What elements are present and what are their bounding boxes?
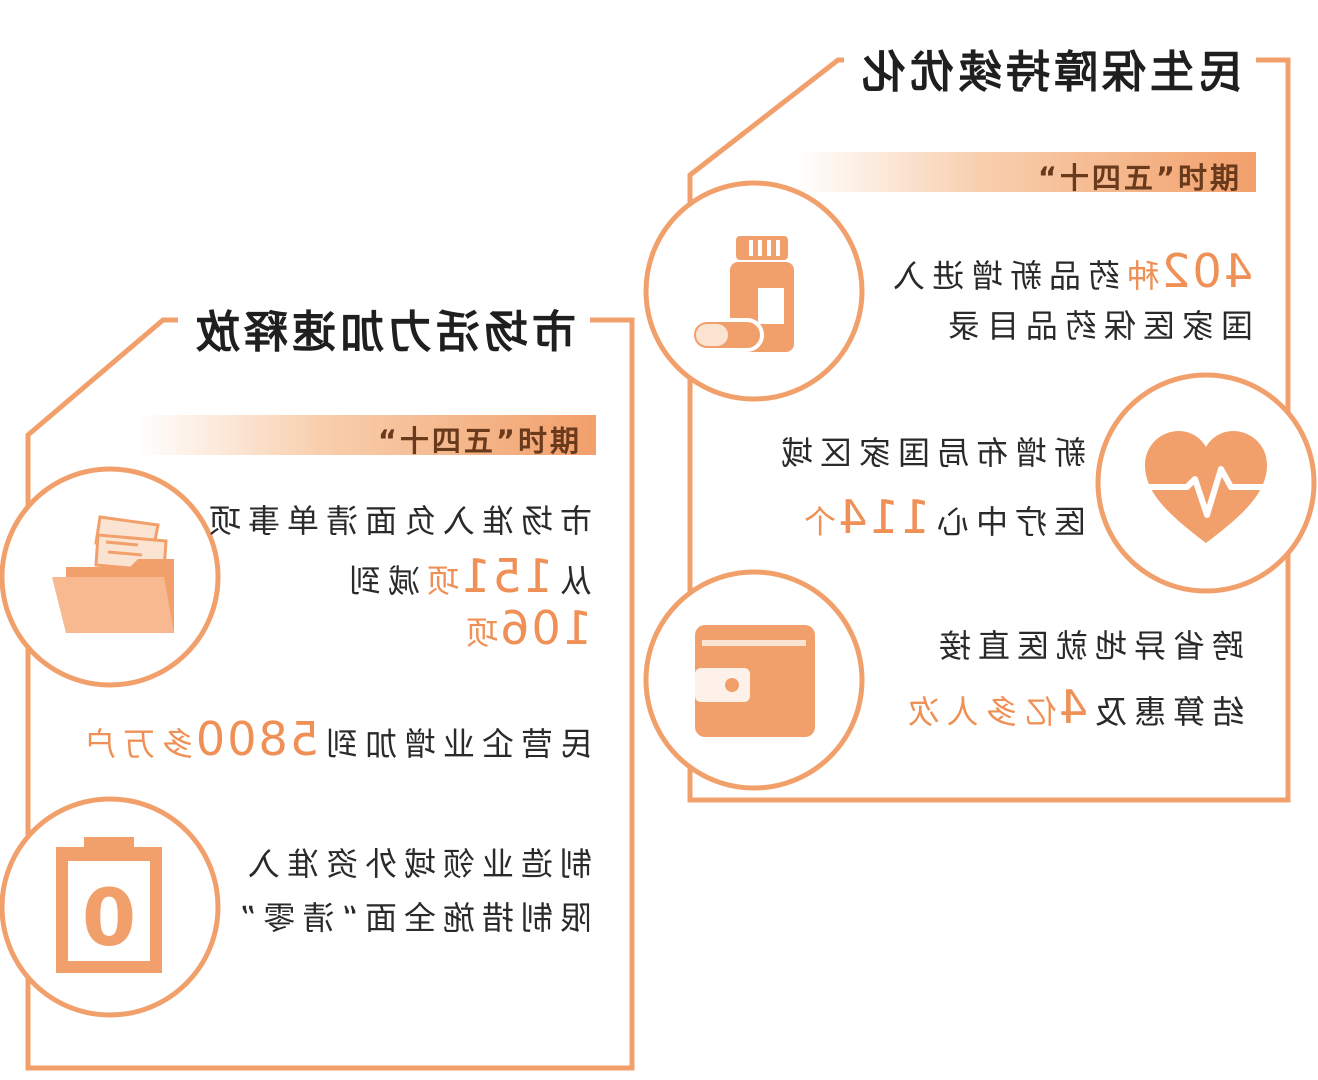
left-item1-line2: 从151项减到 [342, 549, 592, 603]
left-period-band: “十四五”时期 [136, 415, 596, 458]
left-period-label: “十四五”时期 [377, 424, 582, 458]
heart-pulse-icon [1145, 431, 1267, 543]
left-item2-line1: 民营企业增加到5800多万户 [76, 712, 592, 766]
right-item1-line1: 402种药品新增进入 [886, 244, 1253, 298]
right-period-band: “十四五”时期 [796, 152, 1256, 195]
right-item1-line2: 国家医保药品目录 [940, 307, 1253, 345]
wallet-icon [695, 625, 815, 737]
left-panel-title: 市场活力加速释放 [178, 296, 590, 360]
right-item2-line2: 医疗中心114个 [797, 490, 1086, 544]
right-period-label: “十四五”时期 [1037, 161, 1242, 195]
left-panel-frame [25, 317, 635, 1071]
left-item3-line1: 制造业领域外资准入 [240, 845, 592, 883]
right-panel-frame [687, 57, 1291, 803]
right-panel-title: 民生保障持续优化 [844, 36, 1256, 100]
folder-documents-icon [52, 515, 174, 633]
medicine-bottle-icon [690, 236, 794, 352]
left-item1-line1: 市场准入负面清单事项 [201, 502, 592, 540]
right-item3-line2: 结算惠及4亿多人次 [900, 680, 1244, 734]
left-item3-line2: 限制措施全面“清零” [232, 899, 592, 937]
right-item2-line1: 新增布局国家区域 [773, 434, 1086, 472]
left-item1-line3: 106项 [459, 601, 592, 655]
clipboard-zero-icon: 0 [56, 837, 162, 973]
zero-glyph: 0 [82, 874, 136, 964]
right-item3-line1: 跨省异地就医直接 [931, 627, 1244, 665]
